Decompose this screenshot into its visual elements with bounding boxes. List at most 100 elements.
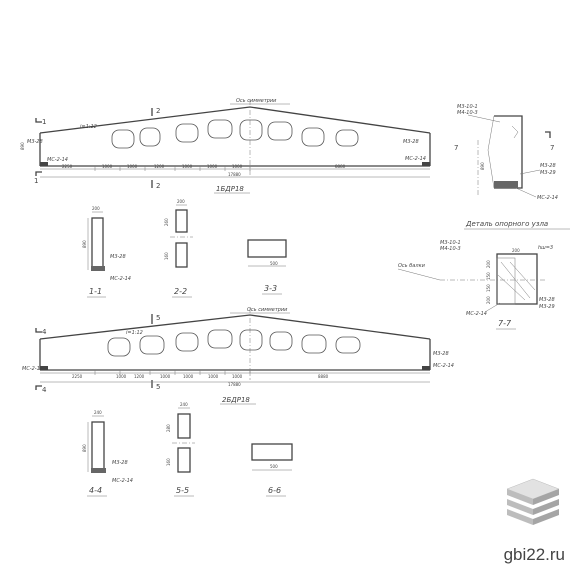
detail-rebar-1: М3-28 xyxy=(540,163,556,169)
section-7-7-dim: 200 xyxy=(486,260,491,268)
section-5-5-label: 5-5 xyxy=(176,486,189,495)
support-plate xyxy=(422,162,430,166)
section-7-7-mesh-top-2: М4-10-3 xyxy=(440,246,461,252)
section-6-6: 500 6-6 xyxy=(251,443,293,497)
beam-2-title: 2БДР18 xyxy=(222,396,250,404)
beam-1-dim: 1000 xyxy=(127,164,138,169)
anchor-plate xyxy=(494,181,518,188)
section-3-3-dim: 500 xyxy=(270,261,278,266)
detail-mesh-top-1: М3-10-1 xyxy=(457,104,478,110)
section-7-7-rebar-2: М3-29 xyxy=(539,304,555,310)
section-5-5-dim-b: 160 xyxy=(166,458,171,466)
section-2-2-label: 2-2 xyxy=(174,287,187,296)
beam-1-mesh-right: МС-2-14 xyxy=(405,156,426,162)
beam-1-axis-label: Ось симметрии xyxy=(236,98,277,104)
section-1-1-rebar: М3-28 xyxy=(110,254,126,260)
beam-1-total-length: 17880 xyxy=(228,172,241,177)
section-7-7-dim: 150 xyxy=(486,272,491,280)
section-4-4-dim-side: 890 xyxy=(82,444,87,452)
section-2-2-dim-a: 260 xyxy=(164,218,169,226)
beam-2-slope: i=1:12 xyxy=(126,330,143,336)
beam-2-mesh-right: МС-2-14 xyxy=(433,363,454,369)
support-plate xyxy=(40,162,48,166)
section-7-7-axis: Ось балки xyxy=(398,263,426,269)
section-7-7-dim-width: 200 xyxy=(512,248,520,253)
opening xyxy=(207,119,233,139)
beam-2-dim: 1000 xyxy=(232,374,243,379)
section-7-7-mesh: МС-2-14 xyxy=(466,311,487,317)
opening xyxy=(335,336,361,354)
opening xyxy=(207,329,233,349)
detail-rebar-2: М3-29 xyxy=(540,170,556,176)
section-4-4-label: 4-4 xyxy=(89,486,102,495)
beam-1-title: 1БДР18 xyxy=(216,185,244,193)
beam-1-dim: 1000 xyxy=(102,164,113,169)
section-2-2-dim-top: 200 xyxy=(177,199,185,204)
opening xyxy=(111,129,135,149)
section-4-4-mesh: МС-2-14 xyxy=(112,478,133,484)
beam-1-dim: 8880 xyxy=(335,164,346,169)
beam-2-axis-label: Ось симметрии xyxy=(247,307,288,313)
beam-2-total-length: 17880 xyxy=(228,382,241,387)
detail-dim-height: 890 xyxy=(480,162,485,170)
section-7-7-dim: 200 xyxy=(486,296,491,304)
support-plate xyxy=(40,366,48,370)
opening xyxy=(175,123,199,143)
section-1-1-dim-top: 200 xyxy=(92,206,100,211)
beam-1-cut-1-bottom: 1 xyxy=(34,177,38,185)
beam-1-cut-2: 2 xyxy=(156,107,160,115)
beam-2-cut-4: 4 xyxy=(42,328,47,336)
opening xyxy=(107,337,131,357)
beam-2-mesh-left: МС-2-14 xyxy=(22,366,43,372)
section-7-7-rebar-1: М3-28 xyxy=(539,297,555,303)
section-2-2-dim-b: 160 xyxy=(164,252,169,260)
beam-1-dim: 1000 xyxy=(207,164,218,169)
detail-cut-7: 7 xyxy=(454,144,458,152)
section-4-4-rebar: М3-28 xyxy=(112,460,128,466)
section-5-5-dim-top: 240 xyxy=(180,402,188,407)
section-2-2: 200 260 160 2-2 xyxy=(164,199,193,298)
section-3-3: 500 3-3 xyxy=(247,239,287,295)
section-7-7: М3-10-1 М4-10-3 hш=3 Ось балки 200 200 1… xyxy=(397,240,555,330)
support-plate xyxy=(422,366,430,370)
support-detail: М3-10-1 М4-10-3 М3-28 М3-29 МС-2-14 890 … xyxy=(454,104,570,230)
beam-2-dim: 8880 xyxy=(318,374,329,379)
slabs-logo-icon xyxy=(506,478,560,525)
opening xyxy=(269,331,293,351)
section-7-7-dim: 150 xyxy=(486,284,491,292)
detail-title: Деталь опорного узла xyxy=(465,220,548,228)
detail-cut-7-right: 7 xyxy=(550,144,554,152)
beam-2-dim: 1000 xyxy=(183,374,194,379)
detail-mesh-bottom: МС-2-14 xyxy=(537,195,558,201)
opening xyxy=(139,335,165,355)
beam-1-dim: 1000 xyxy=(182,164,193,169)
beam-1-cut-1: 1 xyxy=(42,118,46,126)
opening xyxy=(175,332,199,352)
beam-2-rebar-right: М3-28 xyxy=(433,351,449,357)
opening xyxy=(301,334,327,354)
beam-2-cut-4-bottom: 4 xyxy=(42,386,47,394)
beam-1-elevation: Ось симметрии i=1:12 890 М3-28 МС-2-14 М… xyxy=(20,98,431,194)
section-1-1: 200 890 М3-28 МС-2-14 1-1 xyxy=(82,206,131,298)
beam-1-dim: 2250 xyxy=(62,164,73,169)
section-5-5-dim-a: 280 xyxy=(166,424,171,432)
beam-2-cut-5: 5 xyxy=(156,314,160,322)
beam-2-elevation: Ось симметрии i=1:12 МС-2-14 М3-28 МС-2-… xyxy=(22,307,454,405)
opening xyxy=(335,129,359,147)
beam-1-dim: 1000 xyxy=(232,164,243,169)
section-4-4: 240 890 М3-28 МС-2-14 4-4 xyxy=(82,410,133,497)
opening xyxy=(139,127,161,147)
section-7-7-label: 7-7 xyxy=(498,319,512,328)
beam-2-dim: 1200 xyxy=(134,374,145,379)
section-5-5: 240 280 160 5-5 xyxy=(166,402,195,497)
beam-1-rebar-left: М3-28 xyxy=(27,139,43,145)
section-1-1-label: 1-1 xyxy=(89,287,102,296)
beam-2-dim: 1000 xyxy=(160,374,171,379)
beam-2-dim: 1000 xyxy=(116,374,127,379)
beam-2-dim: 1000 xyxy=(208,374,219,379)
beam-1-rebar-right: М3-28 xyxy=(403,139,419,145)
section-4-4-dim-top: 240 xyxy=(94,410,102,415)
watermark-text: gbi22.ru xyxy=(503,545,565,564)
opening xyxy=(239,329,263,351)
